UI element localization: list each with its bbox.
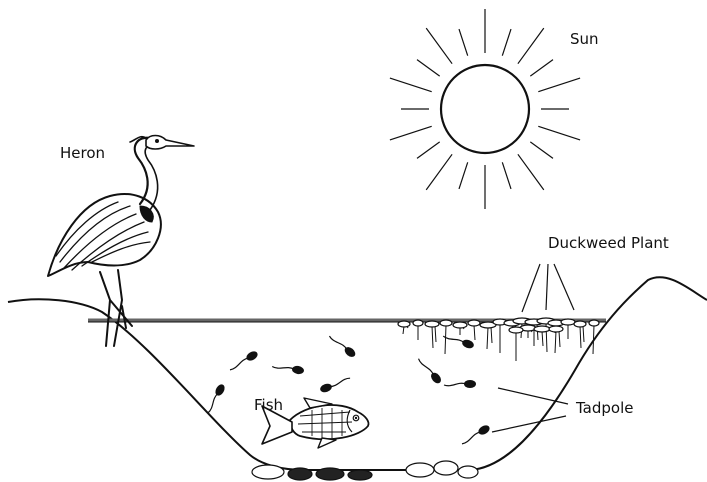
duckweed-root: [432, 326, 433, 348]
duckweed-root: [559, 331, 560, 347]
duckweed-leaf: [453, 322, 467, 328]
sun-ray: [417, 142, 440, 159]
duckweed-leaf: [440, 320, 452, 326]
pond-bank-outline: [8, 277, 707, 470]
sun-label: Sun: [570, 30, 599, 48]
duckweed-root: [593, 325, 594, 354]
duckweed-root: [435, 326, 436, 342]
duckweed-root: [580, 326, 581, 348]
sun-ray: [459, 29, 468, 56]
pond: [8, 277, 707, 480]
duckweed-leaf: [549, 326, 563, 332]
tadpole: [416, 356, 443, 386]
duckweed-leaf: [413, 320, 423, 326]
duckweed-roots: [403, 323, 594, 361]
tadpole: [227, 350, 259, 373]
heron-label: Heron: [60, 144, 105, 162]
sun-ray: [426, 154, 452, 190]
duckweed-leaf: [561, 319, 575, 325]
duckweed-root: [555, 331, 556, 353]
duckweed-root: [491, 327, 492, 343]
sun-ray: [502, 29, 511, 56]
duckweed-root: [583, 326, 584, 342]
duckweed-root: [445, 325, 446, 354]
sun-ray: [426, 28, 452, 64]
tadpole: [459, 424, 491, 447]
sun-ray: [530, 142, 553, 159]
duckweed-plants: [398, 264, 599, 361]
duckweed-pointer-lines: [522, 264, 574, 312]
sun-ray: [518, 28, 544, 64]
duckweed-root: [474, 325, 475, 340]
sun-ray: [530, 60, 553, 77]
sun: [390, 9, 580, 209]
duckweed-leaf: [574, 321, 586, 327]
pond-bottom-pebbles: [252, 461, 478, 480]
sun-ray: [538, 78, 580, 92]
duckweed-leaf: [534, 326, 550, 332]
tadpole: [272, 362, 305, 375]
duckweed-leaf: [468, 320, 480, 326]
fish-label: Fish: [254, 396, 283, 414]
tadpole: [444, 380, 476, 388]
duckweed-leaf: [509, 327, 523, 333]
tadpole-label: Tadpole: [575, 399, 634, 417]
duckweed-root: [487, 327, 488, 349]
sun-ray: [459, 162, 468, 189]
sun-ray: [417, 60, 440, 77]
tadpole-pointer-lines: [492, 388, 568, 432]
sun-disc: [441, 65, 529, 153]
tadpole: [328, 332, 358, 359]
sun-ray: [502, 162, 511, 189]
heron-legs: [100, 270, 132, 346]
duckweed-leaf: [398, 321, 410, 327]
duckweed-label: Duckweed Plant: [548, 234, 669, 252]
sun-ray: [518, 154, 544, 190]
fish-body: [290, 405, 369, 439]
sun-ray: [390, 78, 432, 92]
heron: [48, 136, 194, 347]
duckweed-leaf: [589, 320, 599, 326]
tadpole: [319, 375, 352, 393]
duckweed-root: [542, 331, 543, 346]
fish-belly-fin: [318, 438, 336, 448]
duckweed-leaf: [425, 321, 439, 327]
tadpole: [442, 331, 475, 349]
tadpole: [204, 383, 227, 415]
sun-ray: [538, 126, 580, 140]
sun-ray: [390, 126, 432, 140]
heron-head: [146, 136, 194, 150]
